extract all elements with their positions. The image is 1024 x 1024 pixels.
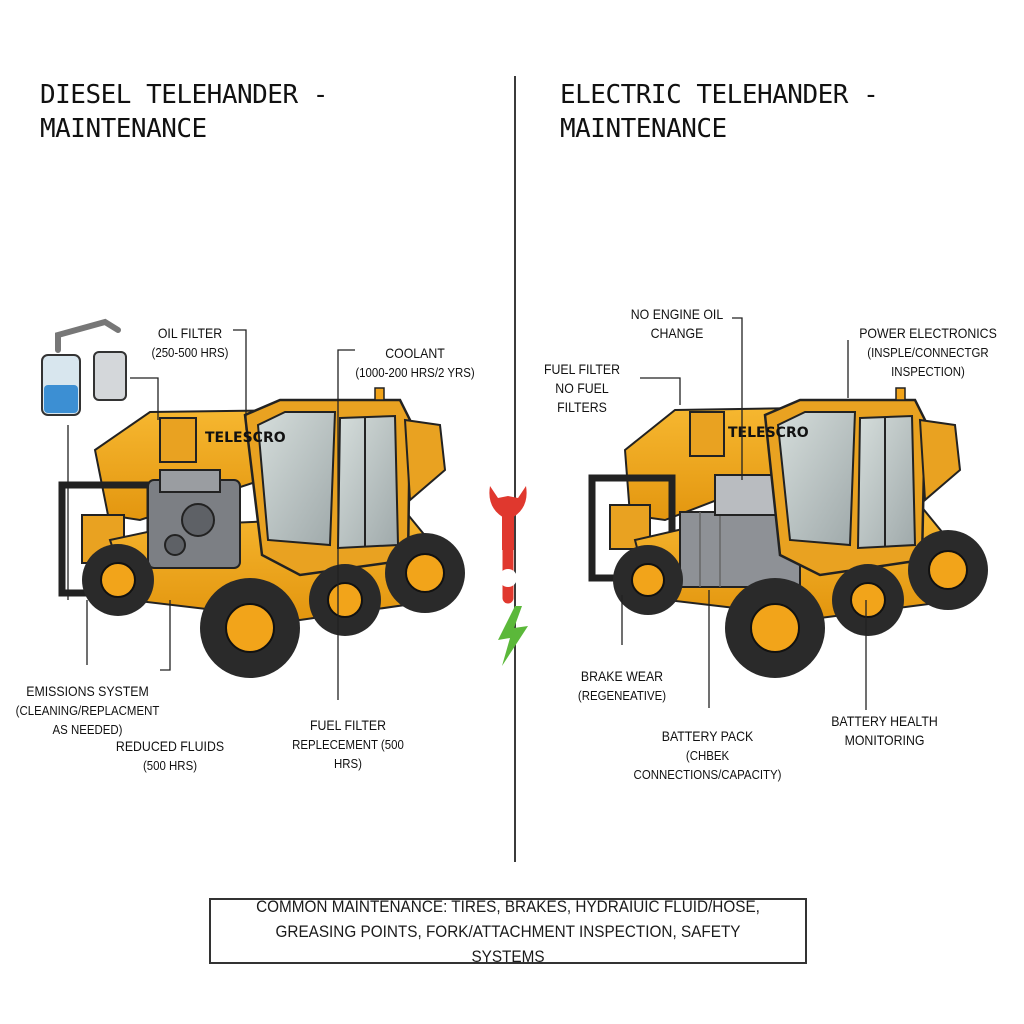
fuel-filter-label: FUEL FILTER REPLECEMENT (500 HRS) bbox=[292, 717, 404, 771]
oil-filter-label: OIL FILTER (250-500 HRS) bbox=[151, 325, 229, 360]
common-maintenance-text: COMMON MAINTENANCE: TIRES, BRAKES, HYDRA… bbox=[256, 896, 760, 966]
diesel-telehandler: TELESCRO bbox=[41, 318, 465, 678]
fluid-containers-icon bbox=[41, 318, 127, 416]
diesel-wheels bbox=[82, 533, 465, 678]
battery-health-label: BATTERY HEALTH MONITORING bbox=[831, 713, 938, 748]
emissions-system-label: EMISSIONS SYSTEM (CLEANING/REPLACMENT AS… bbox=[15, 683, 160, 737]
center-divider bbox=[514, 76, 516, 862]
diesel-leader-lines bbox=[67, 329, 355, 700]
electric-leader-lines bbox=[621, 317, 867, 710]
no-fuel-filter-label: FUEL FILTER NO FUEL FILTERS bbox=[543, 361, 620, 415]
coolant-label: COOLANT (1000-200 HRS/2 YRS) bbox=[355, 345, 475, 380]
electric-telehandler: TELESCRO bbox=[588, 387, 988, 678]
lightning-bolt-icon bbox=[498, 606, 528, 666]
wrench-icon bbox=[489, 486, 527, 604]
common-maintenance-box: COMMON MAINTENANCE: TIRES, BRAKES, HYDRA… bbox=[209, 897, 807, 966]
diesel-brand-text: TELESCRO bbox=[205, 430, 286, 446]
battery-pack-label: BATTERY PACK (CHBEK CONNECTIONS/CAPACITY… bbox=[633, 728, 782, 782]
reduced-fluids-label: REDUCED FLUIDS (500 HRS) bbox=[115, 738, 225, 773]
brake-wear-label: BRAKE WEAR (REGENEATIVE) bbox=[577, 668, 667, 703]
diesel-title: DIESEL TELEHANDER - MAINTENANCE bbox=[40, 80, 328, 144]
electric-title: ELECTRIC TELEHANDER - MAINTENANCE bbox=[560, 80, 879, 144]
electric-wheels bbox=[613, 530, 988, 678]
electric-brand-text: TELESCRO bbox=[728, 425, 809, 441]
power-electronics-label: POWER ELECTRONICS (INSPLE/CONNECTGR INSP… bbox=[859, 325, 997, 379]
no-engine-oil-label: NO ENGINE OIL CHANGE bbox=[630, 306, 724, 341]
